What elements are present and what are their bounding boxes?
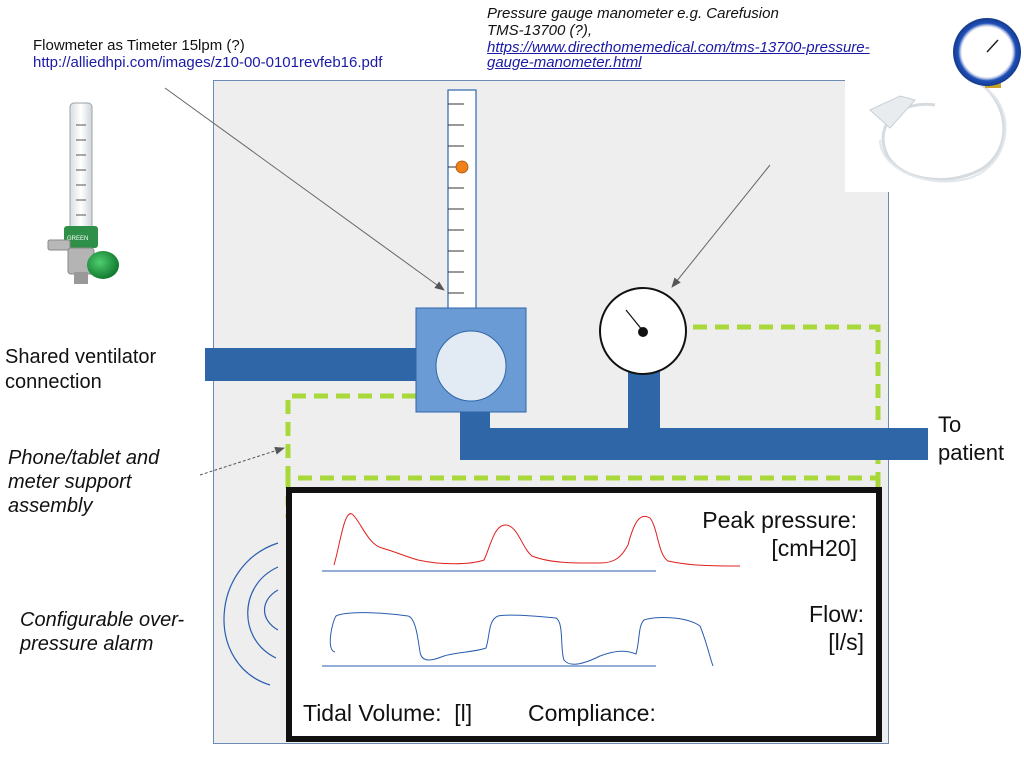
flow-unit: [l/s] (828, 629, 864, 655)
flowmeter-callout-arrow (164, 87, 445, 291)
flowmeter-knob (435, 330, 507, 402)
peak-pressure-unit: [cmH20] (771, 535, 857, 561)
flowmeter-photo: GREEN (47, 102, 119, 284)
to-patient-label: To patient (938, 411, 1022, 467)
flowmeter-tube (447, 89, 477, 311)
gauge-needle (625, 309, 644, 332)
peak-pressure-label: Peak pressure: (702, 507, 857, 533)
flowmeter-photo-brand: GREEN (67, 236, 88, 242)
flowmeter-url[interactable]: http://alliedhpi.com/images/z10-00-0101r… (33, 54, 383, 71)
support-line2: meter support (8, 471, 132, 493)
pressure-gauge (599, 287, 687, 375)
to-patient-line1: To (938, 412, 962, 437)
compliance-label: Compliance: (528, 700, 656, 726)
flow-readout: Flow: [l/s] (720, 600, 864, 656)
gauge-callout-arrow (671, 164, 771, 288)
shared-ventilator-line1: Shared ventilator (5, 346, 157, 368)
support-callout-arrow (199, 446, 285, 476)
support-assembly-label: Phone/tablet and meter support assembly (8, 446, 203, 518)
shared-ventilator-line2: connection (5, 371, 102, 393)
to-patient-line2: patient (938, 440, 1005, 465)
flowmeter-annotation: Flowmeter as Timeter 15lpm (?) http://al… (33, 37, 453, 71)
support-line3: assembly (8, 495, 93, 517)
gauge-title-line2: TMS-13700 (?), (487, 22, 593, 39)
alarm-line2: pressure alarm (20, 633, 154, 655)
pressure-waveform (333, 513, 741, 567)
shared-ventilator-label: Shared ventilator connection (5, 345, 205, 395)
support-line1: Phone/tablet and (8, 447, 160, 469)
outlet-pipe (460, 428, 928, 460)
flowmeter-title: Flowmeter as Timeter 15lpm (?) (33, 37, 245, 54)
flow-label: Flow: (809, 601, 864, 627)
tidal-volume-label: Tidal Volume: [l] (303, 700, 473, 726)
gauge-photo (845, 18, 1023, 192)
gauge-url-line2[interactable]: gauge-manometer.html (487, 54, 642, 71)
gauge-annotation: Pressure gauge manometer e.g. Carefusion… (487, 5, 937, 71)
gauge-pivot (638, 327, 648, 337)
gauge-url-line1[interactable]: https://www.directhomemedical.com/tms-13… (487, 39, 870, 56)
gauge-title-line1: Pressure gauge manometer e.g. Carefusion (487, 5, 779, 22)
inlet-pipe (205, 348, 420, 381)
monitor-display (286, 487, 882, 742)
alarm-label: Configurable over- pressure alarm (20, 608, 215, 656)
peak-pressure-readout: Peak pressure: [cmH20] (640, 506, 857, 562)
alarm-line1: Configurable over- (20, 609, 185, 631)
alarm-sound-icon (223, 542, 279, 686)
flowmeter-float-ball (455, 160, 469, 174)
flow-waveform (329, 612, 714, 667)
gauge-riser-pipe (628, 368, 660, 438)
